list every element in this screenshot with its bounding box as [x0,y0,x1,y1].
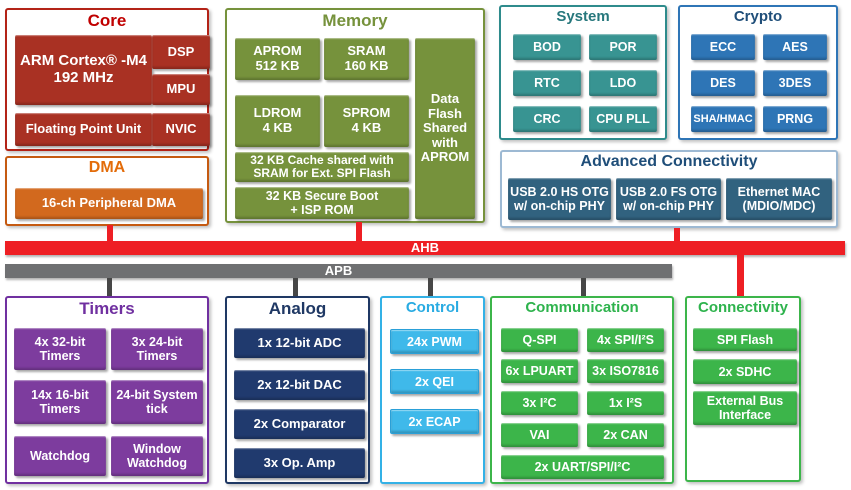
chip-dac: 2x 12-bit DAC [234,370,365,400]
timers-group: Timers 4x 32-bit Timers 3x 24-bit Timers… [5,296,209,484]
chip-sdhc: 2x SDHC [693,359,797,384]
connector-memory-to-ahb [356,222,362,241]
dma-group: DMA 16-ch Peripheral DMA [5,156,209,226]
chip-sha-hmac: SHA/HMAC [691,106,755,132]
chip-ethernet-mac: Ethernet MAC (MDIO/MDC) [726,178,832,220]
chip-des: DES [691,70,755,96]
chip-secure-boot-rom: 32 KB Secure Boot + ISP ROM [235,187,409,219]
chip-window-watchdog: Window Watchdog [111,436,203,476]
connector-apb-to-communication [581,278,586,297]
connectivity-group-title: Connectivity [697,299,788,316]
chip-crc: CRC [513,106,581,132]
control-group-title: Control [405,299,460,316]
connector-ahb-to-connectivity [737,255,744,297]
chip-ldrom: LDROM 4 KB [235,95,320,147]
chip-qspi: Q-SPI [501,328,578,352]
connector-dma-to-ahb [107,225,113,241]
chip-cpu-pll: CPU PLL [589,106,657,132]
chip-i2s: 1x I²S [587,391,664,415]
system-group-title: System [556,8,610,25]
chip-pwm: 24x PWM [390,329,479,354]
chip-sram: SRAM 160 KB [324,38,409,80]
chip-bod: BOD [513,34,581,60]
chip-aprom: APROM 512 KB [235,38,320,80]
control-group: Control 24x PWM 2x QEI 2x ECAP [380,296,485,484]
chip-sprom: SPROM 4 KB [324,95,409,147]
connectivity-group: Connectivity SPI Flash 2x SDHC External … [685,296,801,482]
chip-dsp: DSP [152,35,210,69]
chip-watchdog: Watchdog [14,436,106,476]
chip-aes: AES [763,34,827,60]
advanced-connectivity-group: Advanced Connectivity USB 2.0 HS OTG w/ … [500,150,838,228]
chip-external-bus-interface: External Bus Interface [693,391,797,425]
chip-i2c: 3x I²C [501,391,578,415]
crypto-group-title: Crypto [733,8,783,25]
memory-group-title: Memory [322,11,388,30]
chip-cache: 32 KB Cache shared with SRAM for Ext. SP… [235,152,409,182]
system-group: System BOD POR RTC LDO CRC CPU PLL [499,5,667,140]
chip-can: 2x CAN [587,423,664,447]
communication-group-title: Communication [525,299,639,316]
chip-op-amp: 3x Op. Amp [234,448,365,478]
chip-ldo: LDO [589,70,657,96]
chip-comparator: 2x Comparator [234,409,365,439]
analog-group: Analog 1x 12-bit ADC 2x 12-bit DAC 2x Co… [225,296,370,484]
dma-group-title: DMA [88,159,126,176]
chip-usb-fs-otg: USB 2.0 FS OTG w/ on-chip PHY [616,178,721,220]
ahb-bus: AHB [5,241,845,255]
analog-group-title: Analog [268,299,327,318]
chip-fpu: Floating Point Unit [15,113,152,146]
chip-qei: 2x QEI [390,369,479,394]
communication-group: Communication Q-SPI 4x SPI/I²S 6x LPUART… [490,296,674,484]
chip-24bit-timers: 3x 24-bit Timers [111,328,203,370]
connector-apb-to-timers [107,278,112,297]
chip-adc: 1x 12-bit ADC [234,328,365,358]
chip-32bit-timers: 4x 32-bit Timers [14,328,106,370]
chip-lpuart: 6x LPUART [501,359,578,383]
chip-spi-i2s: 4x SPI/I²S [587,328,664,352]
chip-ecc: ECC [691,34,755,60]
crypto-group: Crypto ECC AES DES 3DES SHA/HMAC PRNG [678,5,838,140]
connector-apb-to-analog [293,278,298,297]
chip-por: POR [589,34,657,60]
chip-spi-flash: SPI Flash [693,328,797,351]
chip-mpu: MPU [152,74,210,105]
chip-rtc: RTC [513,70,581,96]
chip-usb-hs-otg: USB 2.0 HS OTG w/ on-chip PHY [508,178,611,220]
core-group-title: Core [87,11,127,30]
chip-iso7816: 3x ISO7816 [587,359,664,383]
chip-data-flash: Data Flash Shared with APROM [415,38,475,219]
chip-uart-spi-i2c: 2x UART/SPI/I²C [501,455,664,479]
connector-apb-to-control [428,278,433,297]
chip-16bit-timers: 14x 16-bit Timers [14,380,106,424]
connector-advconn-to-ahb [674,228,680,241]
timers-group-title: Timers [79,299,135,318]
chip-systick: 24-bit System tick [111,380,203,424]
chip-arm-cortex-m4: ARM Cortex® -M4 192 MHz [15,35,152,105]
chip-peripheral-dma: 16-ch Peripheral DMA [15,188,203,219]
chip-prng: PRNG [763,106,827,132]
advanced-connectivity-group-title: Advanced Connectivity [580,153,758,170]
chip-nvic: NVIC [152,113,210,146]
core-group: Core ARM Cortex® -M4 192 MHz DSP MPU Flo… [5,8,210,151]
chip-3des: 3DES [763,70,827,96]
apb-bus: APB [5,264,672,278]
chip-ecap: 2x ECAP [390,409,479,434]
chip-vai: VAI [501,423,578,447]
memory-group: Memory APROM 512 KB SRAM 160 KB LDROM 4 … [225,8,485,223]
